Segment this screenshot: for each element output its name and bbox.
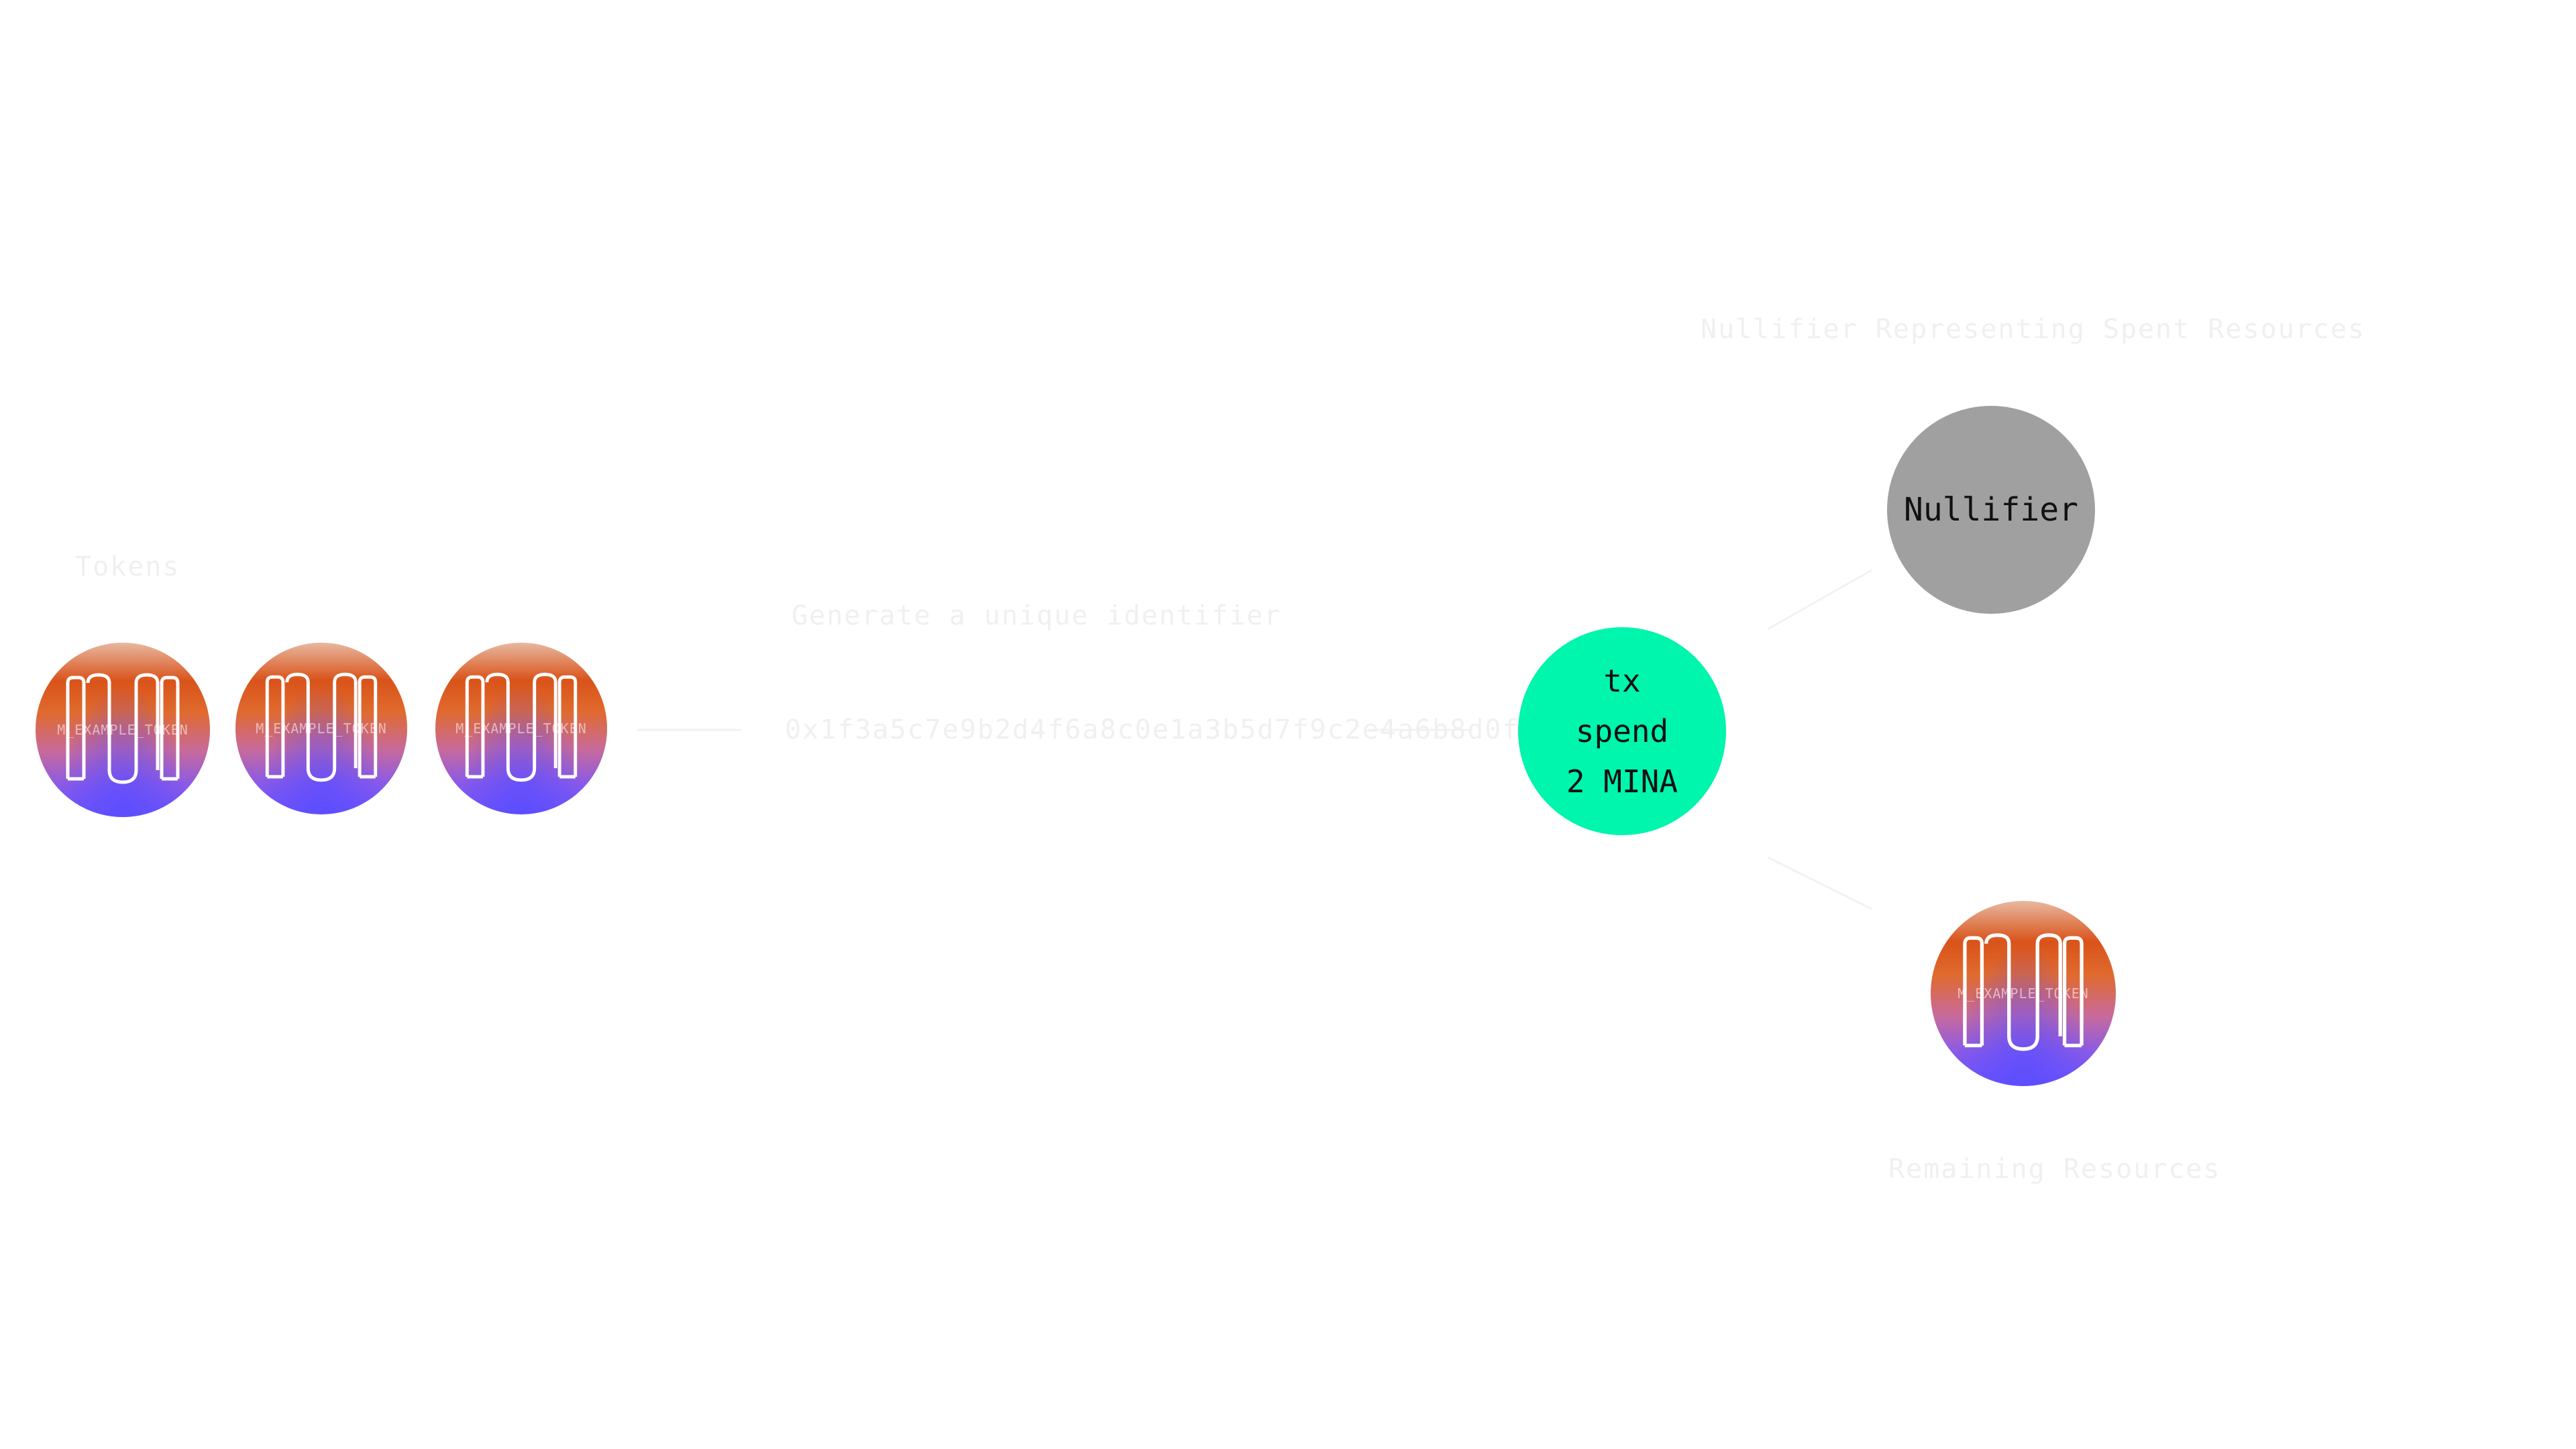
nullifier-set-label: Nullifier Representing Spent Resources xyxy=(1701,314,2366,345)
coin-label: M_EXAMPLE_TOKEN xyxy=(256,720,387,737)
mina-token-coin: M_EXAMPLE_TOKEN xyxy=(435,643,607,814)
coin-label: M_EXAMPLE_TOKEN xyxy=(57,722,189,738)
tokens-label: Tokens xyxy=(75,551,180,582)
coin-label: M_EXAMPLE_TOKEN xyxy=(1957,985,2089,1002)
mina-logo-icon xyxy=(1963,933,2084,1051)
mina-token-coin: M_EXAMPLE_TOKEN xyxy=(36,643,210,817)
mina-logo-icon xyxy=(66,673,180,784)
mina-token-coin: M_EXAMPLE_TOKEN xyxy=(235,643,407,814)
remaining-token-coin: M_EXAMPLE_TOKEN xyxy=(1931,901,2116,1086)
generate-identifier-label: Generate a unique identifier xyxy=(792,600,1282,631)
tx-node: tx spend 2 MINA xyxy=(1518,627,1726,835)
tx-line-1: tx xyxy=(1603,662,1641,699)
mina-logo-icon xyxy=(265,672,378,782)
nullifier-label: Nullifier xyxy=(1903,491,2079,529)
tx-line-2: spend xyxy=(1575,712,1669,749)
line-tx-to-nullifier xyxy=(1767,569,1872,631)
coin-label: M_EXAMPLE_TOKEN xyxy=(455,720,587,737)
mina-logo-icon xyxy=(465,672,578,782)
hash-label: 0x1f3a5c7e9b2d4f6a8c0e1a3b5d7f9c2e4a6b8d… xyxy=(785,714,1520,745)
remaining-resources-label: Remaining Resources xyxy=(1888,1154,2221,1185)
line-tx-to-remaining xyxy=(1767,856,1872,910)
tx-line-3: 2 MINA xyxy=(1566,763,1678,800)
nullifier-node: Nullifier xyxy=(1887,406,2095,614)
